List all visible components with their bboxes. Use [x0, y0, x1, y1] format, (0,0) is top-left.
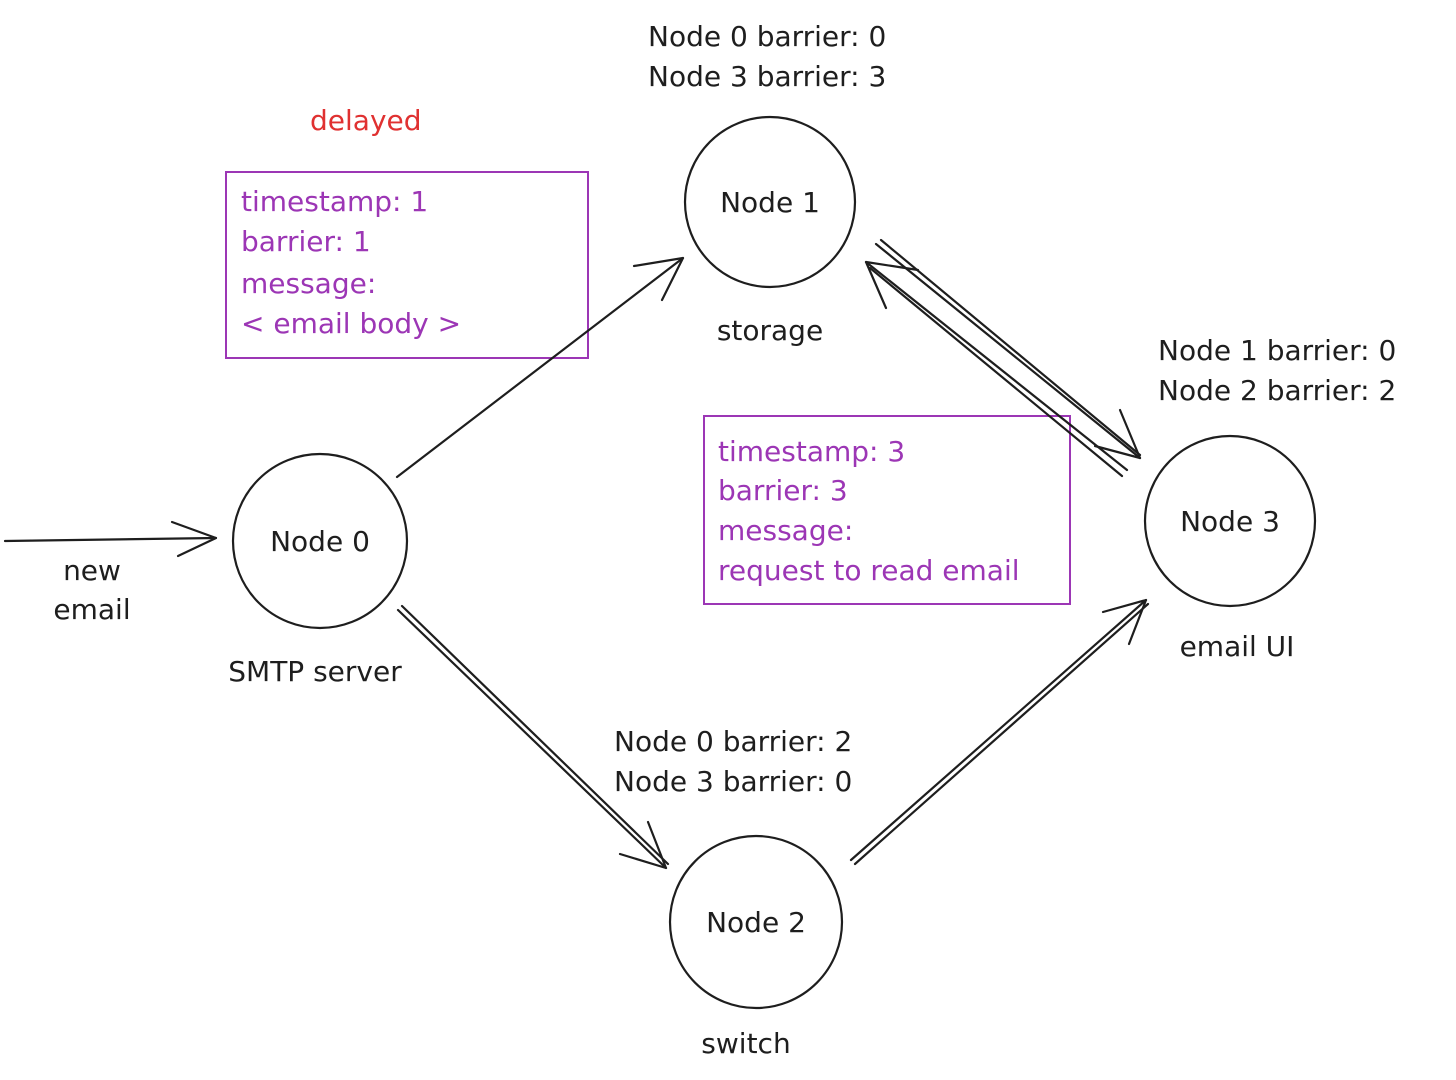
node-3-role: email UI	[1180, 630, 1295, 663]
arrow-node2-to-node3	[849, 598, 1150, 866]
arrow-node0-to-node1	[395, 256, 685, 479]
arrow-node0-to-node2	[396, 604, 670, 870]
node-3-label: Node 3	[1180, 505, 1280, 538]
node-2[interactable]: Node 2	[668, 834, 844, 1010]
node3-barrier-node1: Node 1 barrier: 0	[1158, 334, 1396, 367]
node-2-circle	[668, 834, 844, 1010]
message1-barrier: barrier: 1	[241, 225, 371, 258]
input-label-line1: new	[63, 554, 121, 587]
message2-barrier: barrier: 3	[718, 474, 848, 507]
node-0-role: SMTP server	[228, 655, 402, 688]
input-label-line2: email	[53, 593, 130, 626]
node-1-label: Node 1	[720, 186, 820, 219]
message2-label: message:	[718, 514, 853, 547]
delayed-label: delayed	[310, 104, 422, 137]
message1-body: < email body >	[241, 307, 461, 340]
node-2-label: Node 2	[706, 906, 806, 939]
node3-barrier-node2: Node 2 barrier: 2	[1158, 374, 1396, 407]
node-1-circle	[683, 115, 857, 289]
node1-barrier-node0: Node 0 barrier: 0	[648, 20, 886, 53]
node2-barrier-node0: Node 0 barrier: 2	[614, 725, 852, 758]
node-0[interactable]: Node 0	[231, 452, 409, 630]
arrow-input-to-node0	[3, 520, 218, 558]
node-0-label: Node 0	[270, 525, 370, 558]
message1-label: message:	[241, 267, 376, 300]
message2-timestamp: timestamp: 3	[718, 435, 905, 468]
message-box-2	[703, 415, 1071, 605]
arrow-node3-to-node1	[864, 260, 1129, 478]
node-1-role: storage	[717, 314, 823, 347]
node-1[interactable]: Node 1	[683, 115, 857, 289]
arrow-node1-to-node3	[874, 238, 1142, 460]
node1-barrier-node3: Node 3 barrier: 3	[648, 60, 886, 93]
node-0-circle	[231, 452, 409, 630]
message2-body: request to read email	[718, 554, 1020, 587]
node-2-role: switch	[701, 1027, 790, 1060]
message-box-1	[225, 171, 589, 359]
node-3-circle	[1143, 434, 1317, 608]
message1-timestamp: timestamp: 1	[241, 185, 428, 218]
node2-barrier-node3: Node 3 barrier: 0	[614, 765, 852, 798]
node-3[interactable]: Node 3	[1143, 434, 1317, 608]
